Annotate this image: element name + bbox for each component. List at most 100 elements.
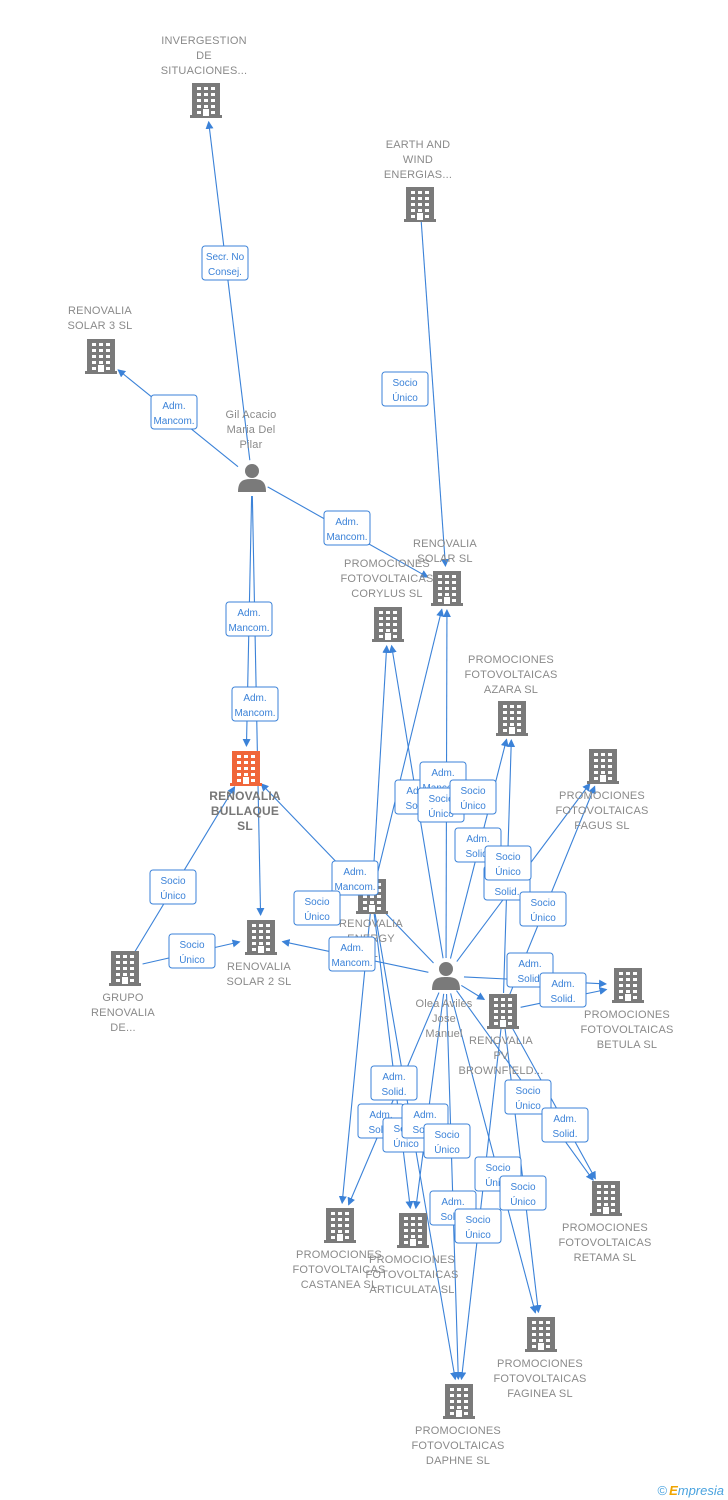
edge-olea-to-faginea [450, 993, 538, 1314]
node-label-line: PROMOCIONES [344, 558, 430, 570]
copyright-symbol: © [657, 1483, 668, 1498]
relation-label-box [484, 845, 532, 881]
node-label-line: FAGUS SL [574, 820, 629, 832]
node-label-line: Maria Del [227, 424, 276, 436]
building-icon [487, 994, 519, 1029]
node-label-line: SOLAR 3 SL [68, 320, 133, 332]
relation-label[interactable]: Adm.Mancom. [323, 510, 371, 546]
node-label-line: FOTOVOLTAICAS [292, 1264, 385, 1276]
relation-label-box [539, 972, 587, 1008]
edge-olea-to-pvbrown [461, 984, 486, 1001]
building-icon [397, 1213, 429, 1248]
building-icon [525, 1317, 557, 1352]
relation-label-text: Único [465, 1228, 491, 1241]
relation-label-text: Socio [392, 378, 417, 389]
node-label-line: PROMOCIONES [296, 1249, 382, 1261]
company-node-rsolar[interactable]: RENOVALIA SOLAR SL [413, 538, 477, 606]
edge-pvbrown-to-retama [511, 1026, 596, 1180]
company-node-pvbrown[interactable]: RENOVALIAPVBROWNFIELD... [458, 994, 543, 1077]
relation-label[interactable]: Adm.Solid. [370, 1065, 418, 1101]
node-label-line: Olea Aviles [415, 998, 472, 1010]
company-node-castanea[interactable]: PROMOCIONES FOTOVOLTAICAS CASTANEA SL [292, 1208, 385, 1291]
brand-logo-text: mpresia [677, 1483, 724, 1498]
node-label-line: PROMOCIONES [562, 1222, 648, 1234]
relation-label-text: Adm. [237, 608, 260, 619]
relation-label[interactable]: Adm.Solid. [539, 972, 587, 1008]
relation-label-text: Único [393, 1137, 419, 1150]
node-label-line: SOLAR SL [417, 553, 472, 565]
relation-label[interactable]: Adm.Solid. [541, 1107, 589, 1143]
building-icon [612, 968, 644, 1003]
relation-label-text: Adm. [466, 834, 489, 845]
relation-label-text: Mancom. [326, 532, 367, 543]
relation-label-box [293, 890, 341, 926]
relation-label-box [225, 601, 273, 637]
node-label-line: RENOVALIA [227, 961, 291, 973]
relation-label-text: Solid. [440, 1212, 465, 1223]
node-label-line: FAGINEA SL [507, 1388, 573, 1400]
edge-earth-to-rsolar [420, 221, 449, 568]
node-label-line: FOTOVOLTAICAS [558, 1237, 651, 1249]
relation-label-text: Socio [179, 940, 204, 951]
building-icon [109, 951, 141, 986]
node-label-line: Manuel [425, 1028, 462, 1040]
relation-label-text: Socio [160, 876, 185, 887]
relation-label-text: Socio [465, 1215, 490, 1226]
company-node-grupo[interactable]: GRUPORENOVALIADE... [91, 951, 155, 1034]
node-label-line: Jose [432, 1013, 456, 1025]
relation-label[interactable]: Adm.Mancom. [231, 686, 279, 722]
company-node-invergestion[interactable]: INVERGESTIONDESITUACIONES... [161, 35, 248, 118]
node-label-line: CORYLUS SL [351, 588, 423, 600]
node-label-line: AZARA SL [484, 684, 538, 696]
relation-label-box [499, 1175, 547, 1211]
building-icon [431, 571, 463, 606]
company-node-earth[interactable]: EARTH ANDWINDENERGIAS... [384, 139, 452, 222]
edge-renergy-to-corylus [372, 644, 391, 879]
edge-labels-layer: Secr. NoConsej.Adm.Mancom.Adm.Mancom.Adm… [149, 245, 589, 1244]
edge-olea-to-daphne [446, 993, 463, 1381]
relation-label-box [370, 1065, 418, 1101]
building-icon [496, 701, 528, 736]
node-label-line: DE... [110, 1022, 135, 1034]
relation-label[interactable]: Adm.Mancom. [331, 860, 379, 896]
relation-label[interactable]: Adm.Mancom. [150, 394, 198, 430]
node-label-line: CASTANEA SL [301, 1279, 378, 1291]
relation-label[interactable]: Adm.Mancom. [328, 936, 376, 972]
node-label-line: RENOVALIA [339, 918, 403, 930]
relation-label[interactable]: Adm.Mancom. [225, 601, 273, 637]
person-icon [238, 464, 266, 492]
building-icon [230, 751, 262, 786]
relation-label-box [331, 860, 379, 896]
node-label-line: FOTOVOLTAICAS [411, 1440, 504, 1452]
node-label-line: PROMOCIONES [584, 1009, 670, 1021]
relation-label-text: Socio [485, 1163, 510, 1174]
node-label-line: RENOVALIA [413, 538, 477, 550]
relation-label-text: Adm. [340, 943, 363, 954]
